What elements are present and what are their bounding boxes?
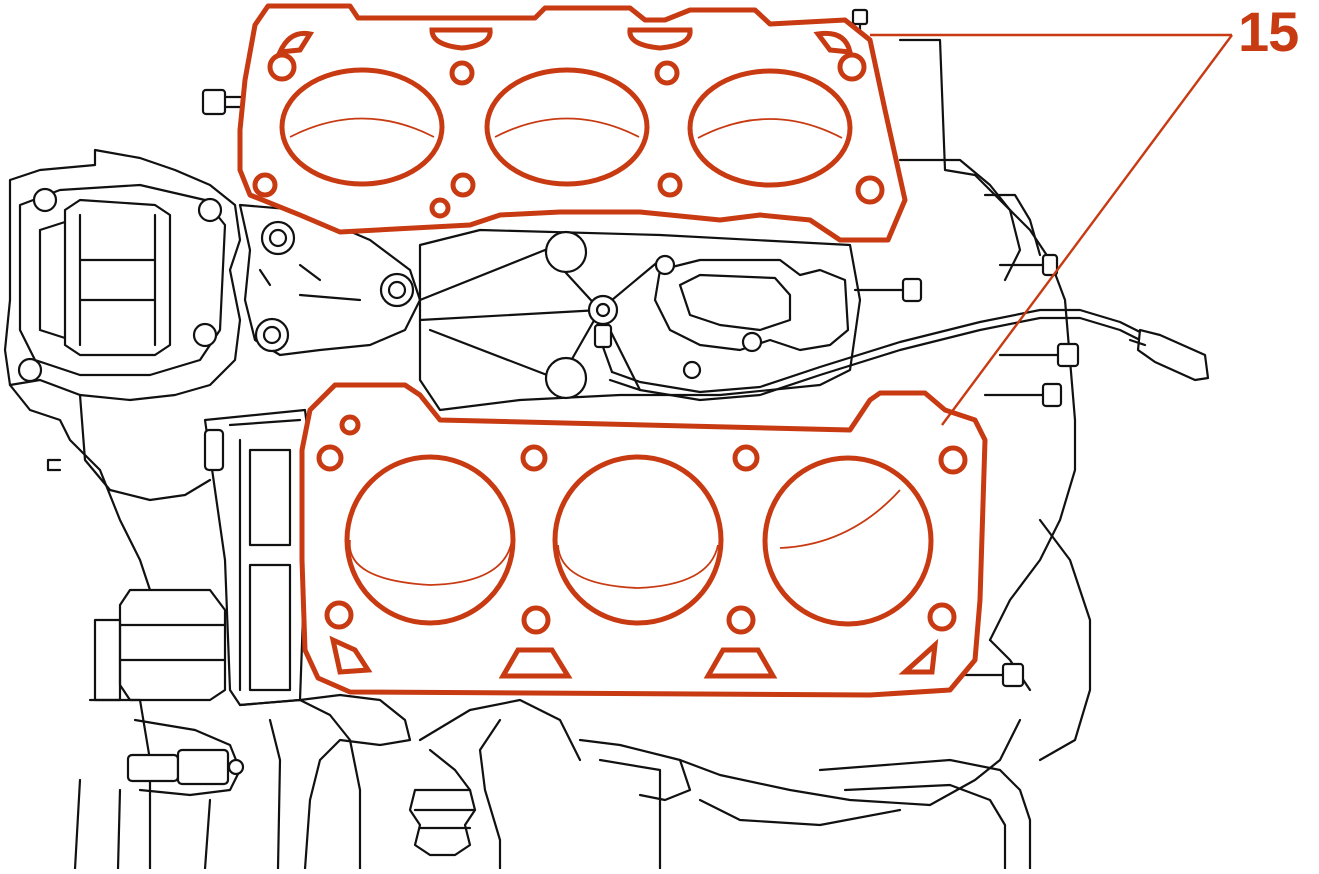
- right-bolts: [851, 8, 1080, 688]
- lower-cylinder-head-gasket[interactable]: [299, 382, 988, 698]
- bottom-components: [73, 693, 1032, 871]
- callout-number-15: 15: [1238, 0, 1299, 63]
- callout-leaders: [870, 33, 1233, 426]
- left-housing: [3, 148, 242, 592]
- sensor-harness: [608, 254, 1210, 402]
- upper-cylinder-head-gasket[interactable]: [237, 3, 908, 243]
- timing-bracket: [238, 203, 422, 357]
- left-upper-bolt: [201, 88, 252, 116]
- valley-ribs: [418, 228, 862, 412]
- front-lower-housing: [46, 408, 312, 707]
- engine-block-drawing: [3, 8, 1210, 871]
